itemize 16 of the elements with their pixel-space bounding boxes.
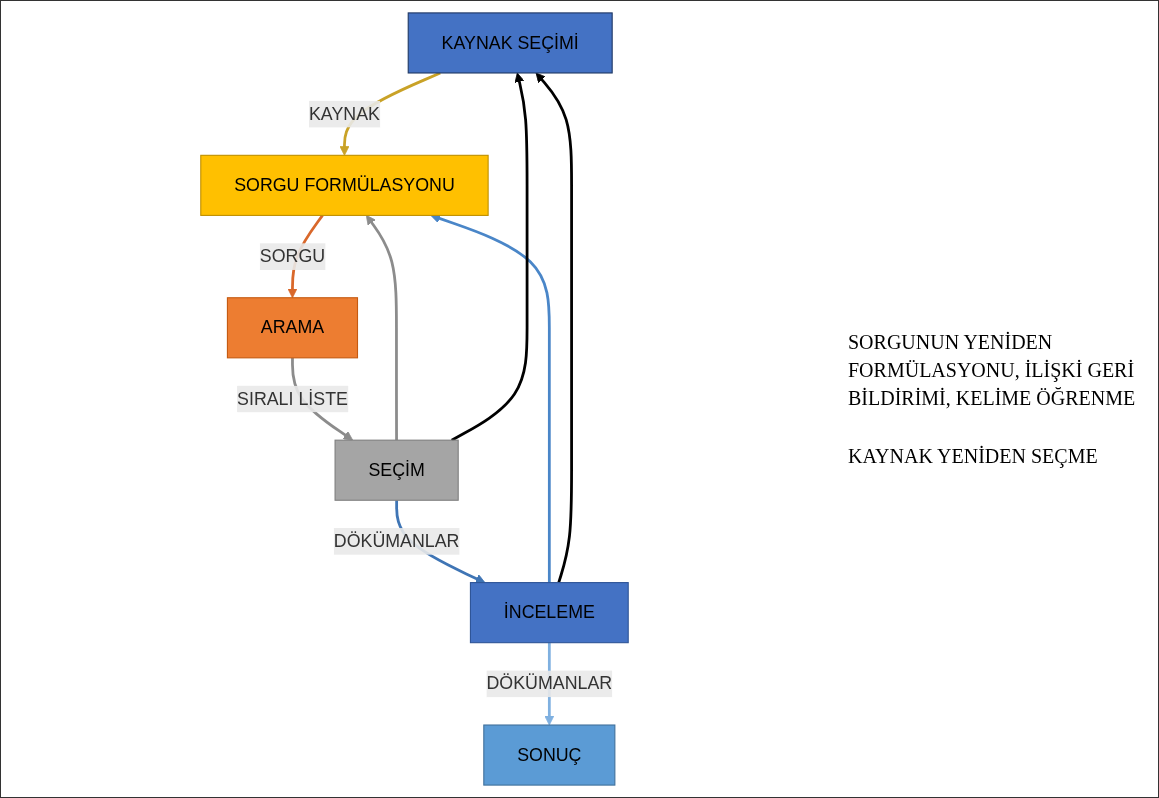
node-box: SONUÇ	[483, 724, 616, 786]
node-box: SEÇİM	[334, 439, 459, 501]
node-box: SORGU FORMÜLASYONU	[200, 154, 489, 216]
edge-label: SIRALI LİSTE	[237, 388, 348, 408]
node-box: KAYNAK SEÇİMİ	[407, 12, 613, 74]
node-box: ARAMA	[226, 297, 359, 359]
arrow	[451, 72, 529, 442]
arrow	[365, 214, 398, 441]
note-text: KAYNAK YENİDEN SEÇME	[848, 444, 1099, 470]
note-text: SORGUNUN YENİDEN FORMÜLASYONU, İLİŞKİ GERİ BİLDİRİMİ, KELİME ÖĞRENME	[848, 330, 1137, 411]
arrow	[535, 72, 573, 583]
edge-label: KAYNAK	[309, 104, 380, 124]
edge-label: SORGU	[259, 246, 326, 266]
node-box: İNCELEME	[469, 582, 629, 644]
edge-label: DÖKÜMANLAR	[333, 531, 460, 551]
edge-label: DÖKÜMANLAR	[486, 673, 613, 693]
